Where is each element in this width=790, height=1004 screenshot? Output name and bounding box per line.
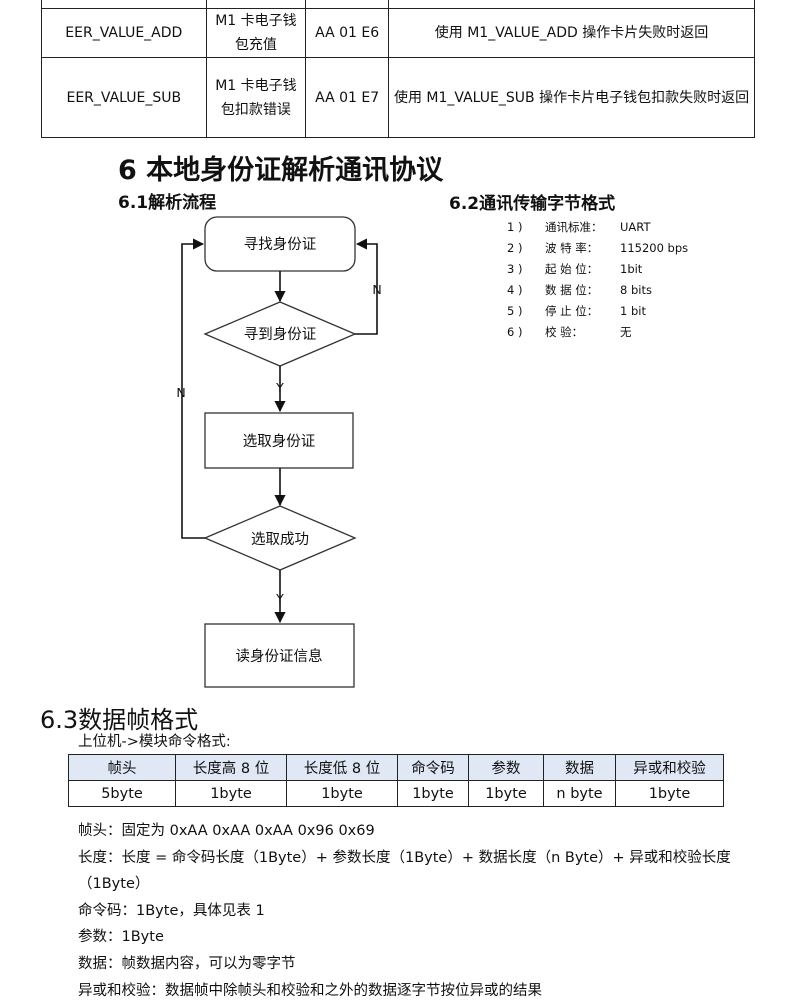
desc-line: 长度：长度 = 命令码长度（1Byte）+ 参数长度（1Byte）+ 数据长度（… — [78, 849, 731, 893]
table-cell: 1byte — [286, 780, 398, 807]
read-box-label: 读身份证信息 — [236, 648, 323, 665]
desc-line: 异或和校验：数据帧中除帧头和校验和之外的数据逐字节按位异或的结果 — [78, 982, 542, 999]
param-value: 115200 bps — [620, 241, 689, 255]
item-number: 5 ) — [507, 304, 523, 318]
error-desc: M1 卡电子钱包充值 — [205, 8, 307, 58]
param-value: 8 bits — [620, 283, 652, 297]
loop-not-found — [355, 238, 378, 335]
error-code-name: EER_VALUE_ADD — [41, 8, 207, 58]
column-header: 命令码 — [397, 754, 469, 781]
section-6-title: 6 本地身份证解析通讯协议 — [118, 155, 444, 186]
error-desc: M1 卡电子钱包扣款错误 — [205, 57, 307, 138]
desc-line: 帧头：固定为 0xAA 0xAA 0xAA 0x96 0x69 — [78, 823, 375, 839]
found-diamond-label: 寻到身份证 — [244, 326, 317, 343]
table-cell: 1byte — [397, 780, 469, 807]
param-key: 停 止 位： — [545, 304, 599, 318]
table-cell: 1byte — [175, 780, 287, 807]
list-item: 2 ) 波 特 率： 115200 bps — [507, 238, 688, 259]
select-ok-label: 选取成功 — [251, 531, 309, 548]
error-code-table: EER_VALUE_ADD M1 卡电子钱包充值 AA 01 E6 使用 M1_… — [41, 0, 755, 138]
yes-label: Y — [275, 380, 284, 395]
column-header: 参数 — [468, 754, 544, 781]
no-label: N — [372, 282, 381, 297]
table-cell: 1byte — [615, 780, 724, 807]
table-row: EER_VALUE_ADD M1 卡电子钱包充值 AA 01 E6 使用 M1_… — [41, 8, 755, 58]
column-header: 数据 — [543, 754, 616, 781]
param-key: 数 据 位： — [545, 283, 599, 297]
item-number: 1 ) — [507, 220, 523, 234]
table-cell — [205, 0, 307, 9]
column-header: 长度低 8 位 — [286, 754, 398, 781]
param-value: 1bit — [620, 262, 643, 276]
loop-select-fail — [181, 238, 205, 539]
desc-line: 命令码：1Byte，具体见表 1 — [78, 902, 265, 919]
find-box-label: 寻找身份证 — [244, 236, 317, 253]
select-box — [204, 412, 354, 469]
item-number: 3 ) — [507, 262, 523, 276]
param-value: 无 — [620, 325, 632, 339]
frame-description: 帧头：固定为 0xAA 0xAA 0xAA 0x96 0x69 长度：长度 = … — [78, 818, 758, 1004]
param-value: 1 bit — [620, 304, 646, 318]
error-value: AA 01 E6 — [305, 8, 390, 58]
table-cell — [388, 0, 755, 9]
section-6-1-title: 6.1解析流程 — [118, 193, 217, 213]
table-cell: 1byte — [468, 780, 544, 807]
error-value: AA 01 E7 — [305, 57, 390, 138]
param-key: 波 特 率： — [545, 241, 599, 255]
table-cell: n byte — [543, 780, 616, 807]
yes-label: Y — [275, 591, 284, 606]
item-number: 4 ) — [507, 283, 523, 297]
read-box — [204, 623, 355, 688]
param-value: UART — [620, 220, 651, 234]
param-key: 通讯标准： — [545, 220, 603, 234]
select-box-label: 选取身份证 — [243, 433, 316, 450]
table-row — [41, 0, 755, 9]
section-6-3-title: 6.3数据帧格式 — [40, 706, 199, 734]
desc-line: 数据：帧数据内容，可以为零字节 — [78, 955, 296, 972]
table-row: EER_VALUE_SUB M1 卡电子钱包扣款错误 AA 01 E7 使用 M… — [41, 57, 755, 138]
item-number: 2 ) — [507, 241, 523, 255]
list-item: 5 ) 停 止 位： 1 bit — [507, 301, 688, 322]
item-number: 6 ) — [507, 325, 523, 339]
param-key: 起 始 位： — [545, 262, 599, 276]
list-item: 3 ) 起 始 位： 1bit — [507, 259, 688, 280]
list-item: 4 ) 数 据 位： 8 bits — [507, 280, 688, 301]
table-row: 5byte 1byte 1byte 1byte 1byte n byte 1by… — [68, 780, 724, 807]
flowchart: 寻找身份证 寻到身份证 选取身份证 选取成功 读身份证信息 Y Y N N — [176, 216, 382, 688]
frame-intro: 上位机->模块命令格式: — [78, 734, 231, 750]
error-code-name: EER_VALUE_SUB — [41, 57, 207, 138]
column-header: 帧头 — [68, 754, 176, 781]
table-cell — [41, 0, 207, 9]
no-label: N — [176, 385, 185, 400]
table-header-row: 帧头 长度高 8 位 长度低 8 位 命令码 参数 数据 异或和校验 — [68, 754, 724, 781]
list-item: 6 ) 校 验： 无 — [507, 322, 688, 343]
column-header: 长度高 8 位 — [175, 754, 287, 781]
table-cell — [305, 0, 390, 9]
section-6-2-title: 6.2通讯传输字节格式 — [449, 194, 616, 214]
list-item: 1 ) 通讯标准： UART — [507, 217, 688, 238]
error-remark: 使用 M1_VALUE_ADD 操作卡片失败时返回 — [388, 8, 755, 58]
column-header: 异或和校验 — [615, 754, 724, 781]
table-cell: 5byte — [68, 780, 176, 807]
frame-format-table: 帧头 长度高 8 位 长度低 8 位 命令码 参数 数据 异或和校验 5byte… — [68, 754, 724, 807]
desc-line: 参数：1Byte — [78, 929, 164, 946]
param-key: 校 验： — [545, 325, 584, 339]
error-remark: 使用 M1_VALUE_SUB 操作卡片电子钱包扣款失败时返回 — [388, 57, 755, 138]
select-ok-diamond — [203, 505, 357, 571]
comm-params-list: 1 ) 通讯标准： UART 2 ) 波 特 率： 115200 bps 3 )… — [507, 217, 688, 343]
